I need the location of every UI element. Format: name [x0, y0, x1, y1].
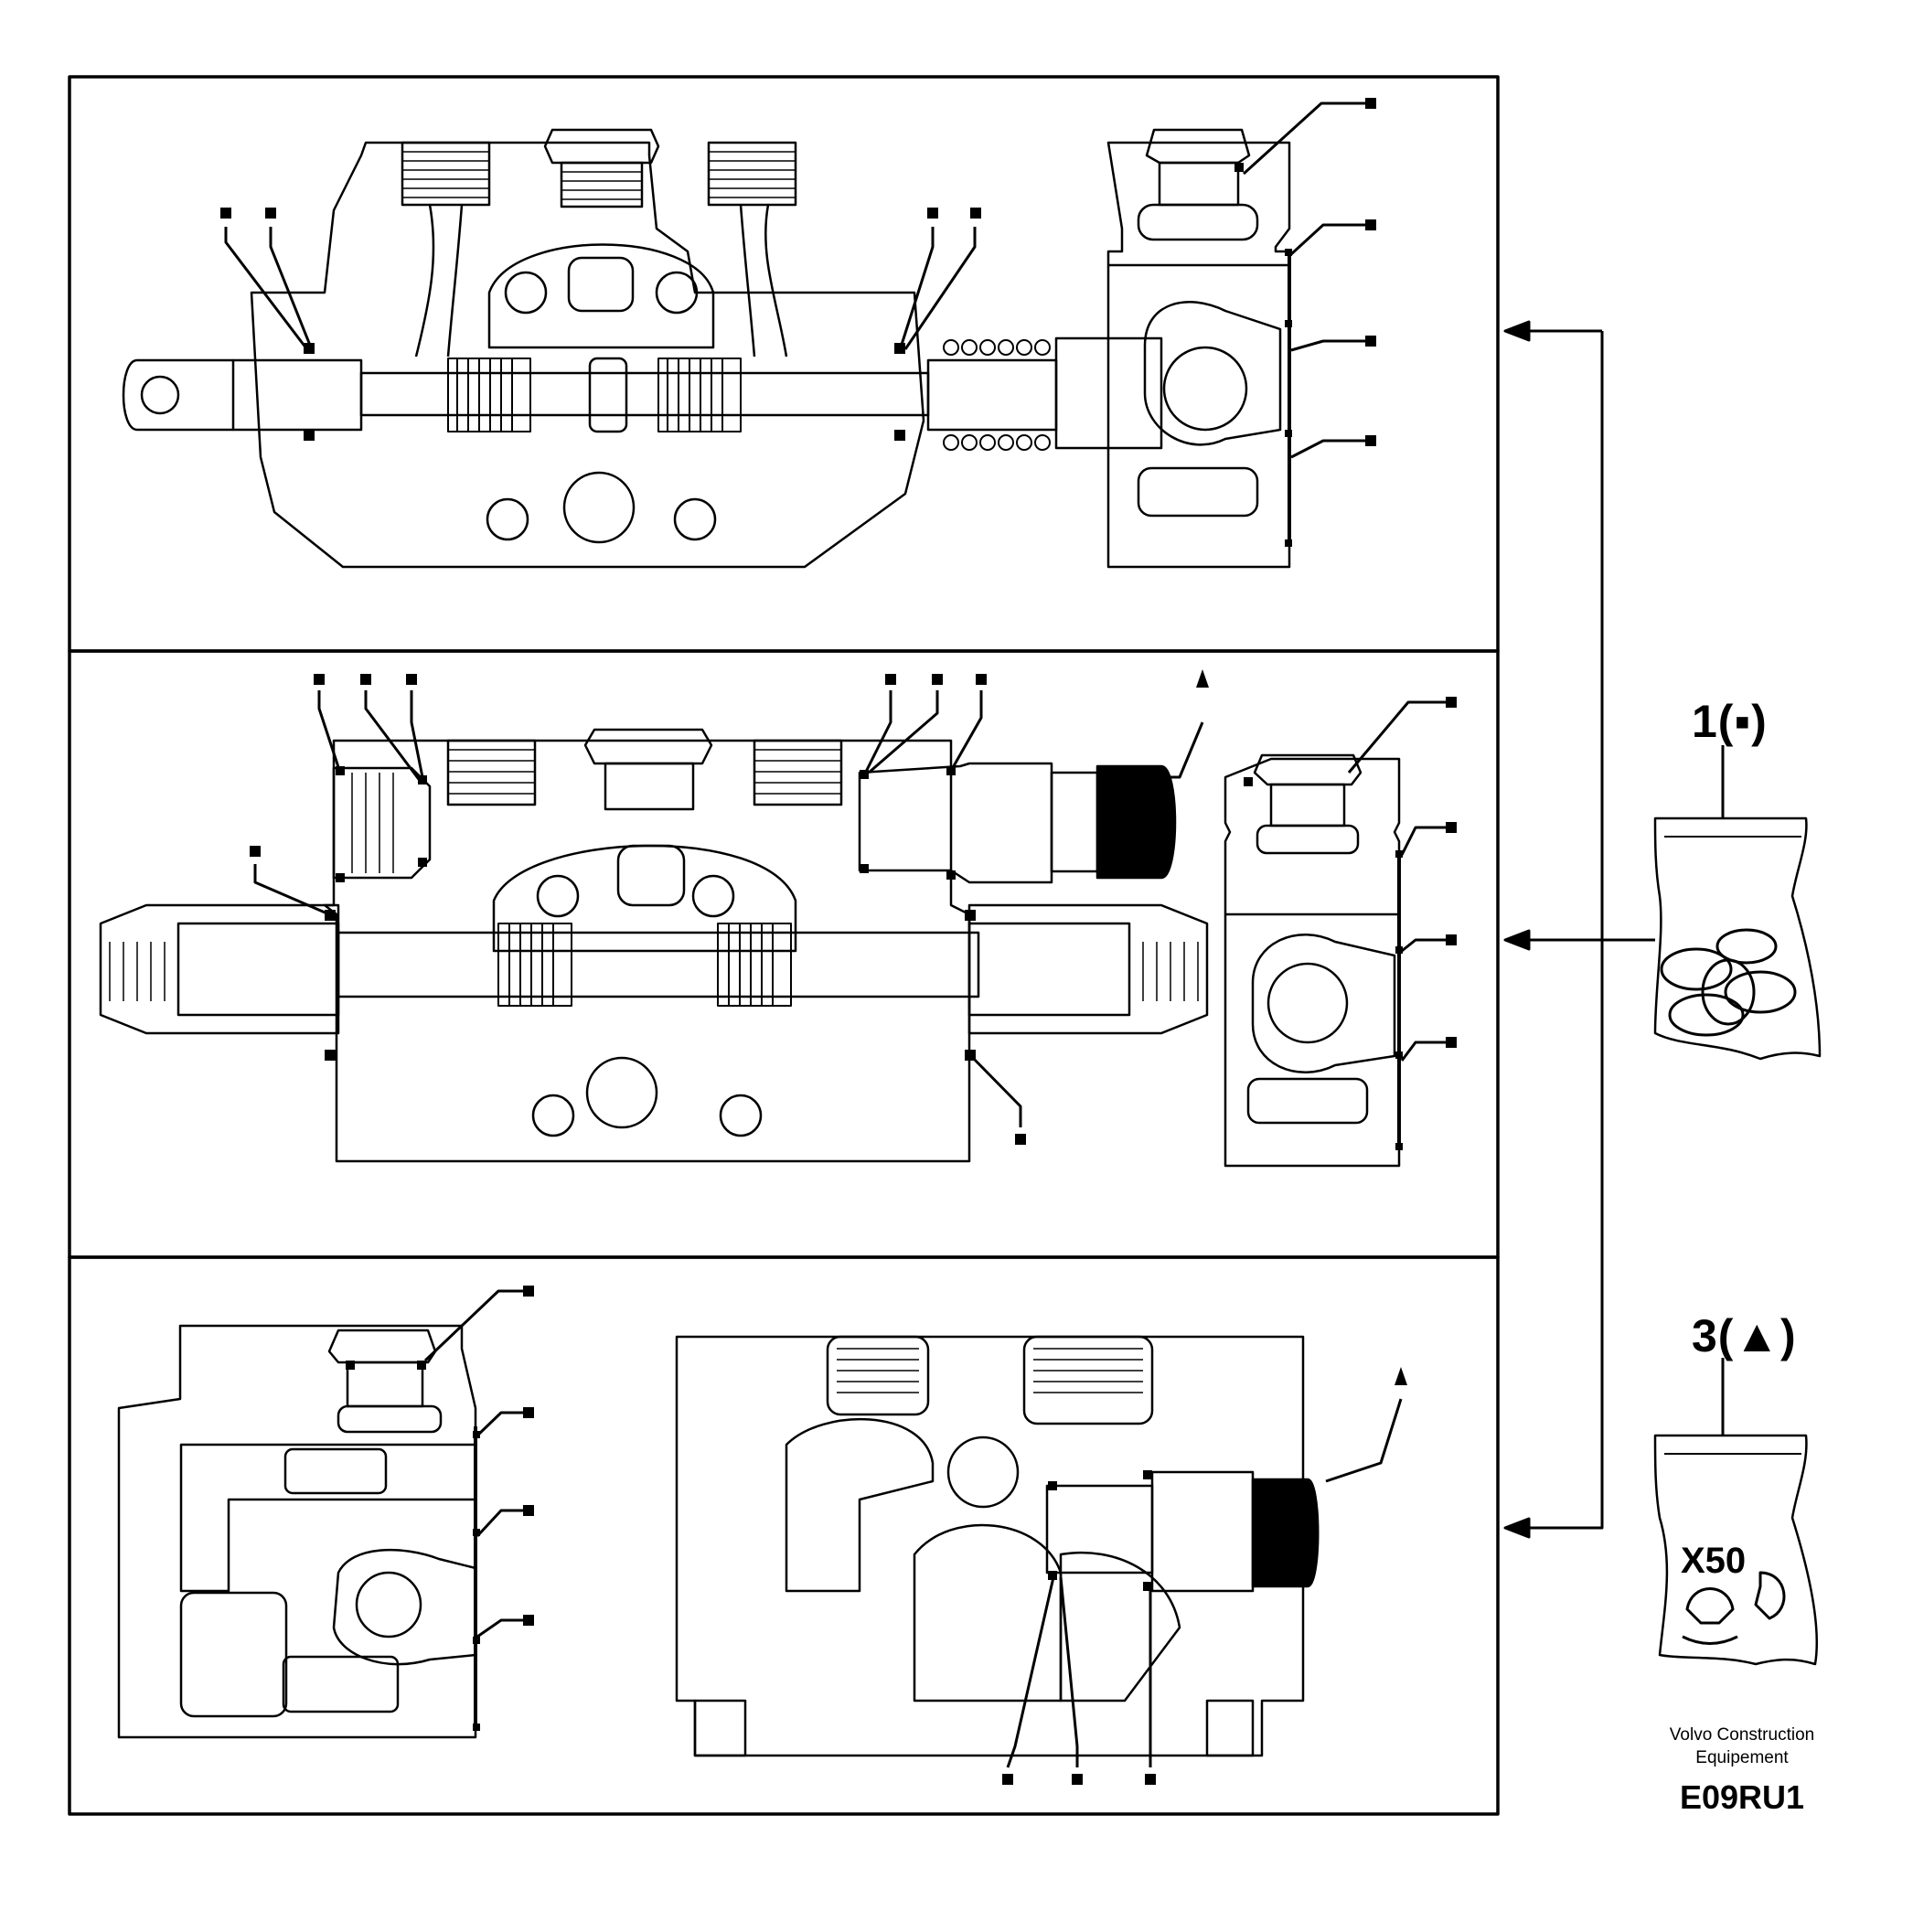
bottom-side-markers	[346, 1286, 534, 1731]
panel-bottom	[68, 1255, 1500, 1816]
kit-1-label: 1(▪)	[1692, 696, 1768, 747]
kit-bag-1	[1653, 745, 1822, 1061]
kit3-marker-bottom	[1395, 1367, 1407, 1385]
kit-connectors	[1503, 320, 1655, 1539]
middle-valve-section	[99, 669, 1253, 1163]
bottom-side-view	[117, 1286, 534, 1739]
bottom-section-markers	[1002, 1774, 1156, 1785]
figure-code: E09RU1	[1679, 1778, 1805, 1816]
bottom-section-view	[675, 1335, 1407, 1785]
top-side-view	[1106, 98, 1376, 569]
top-valve-section	[122, 128, 1244, 569]
middle-side-view	[1224, 697, 1457, 1168]
kit-3-label: 3(▲)	[1692, 1310, 1797, 1361]
kit3-marker-middle	[1196, 669, 1209, 688]
kit-bag-3	[1653, 1358, 1818, 1666]
panel-top	[68, 75, 1500, 653]
middle-side-markers	[1395, 697, 1457, 1150]
bag-quantity-label: X50	[1681, 1541, 1747, 1581]
panel-frames	[68, 75, 1500, 1816]
top-side-markers	[1285, 98, 1376, 547]
manufacturer-credit: Volvo Construction Equipement	[1646, 1724, 1838, 1769]
credit-line-1: Volvo Construction	[1669, 1725, 1815, 1745]
middle-panel-markers	[250, 669, 1209, 1145]
credit-line-2: Equipement	[1695, 1748, 1789, 1767]
top-panel-markers	[220, 208, 981, 219]
